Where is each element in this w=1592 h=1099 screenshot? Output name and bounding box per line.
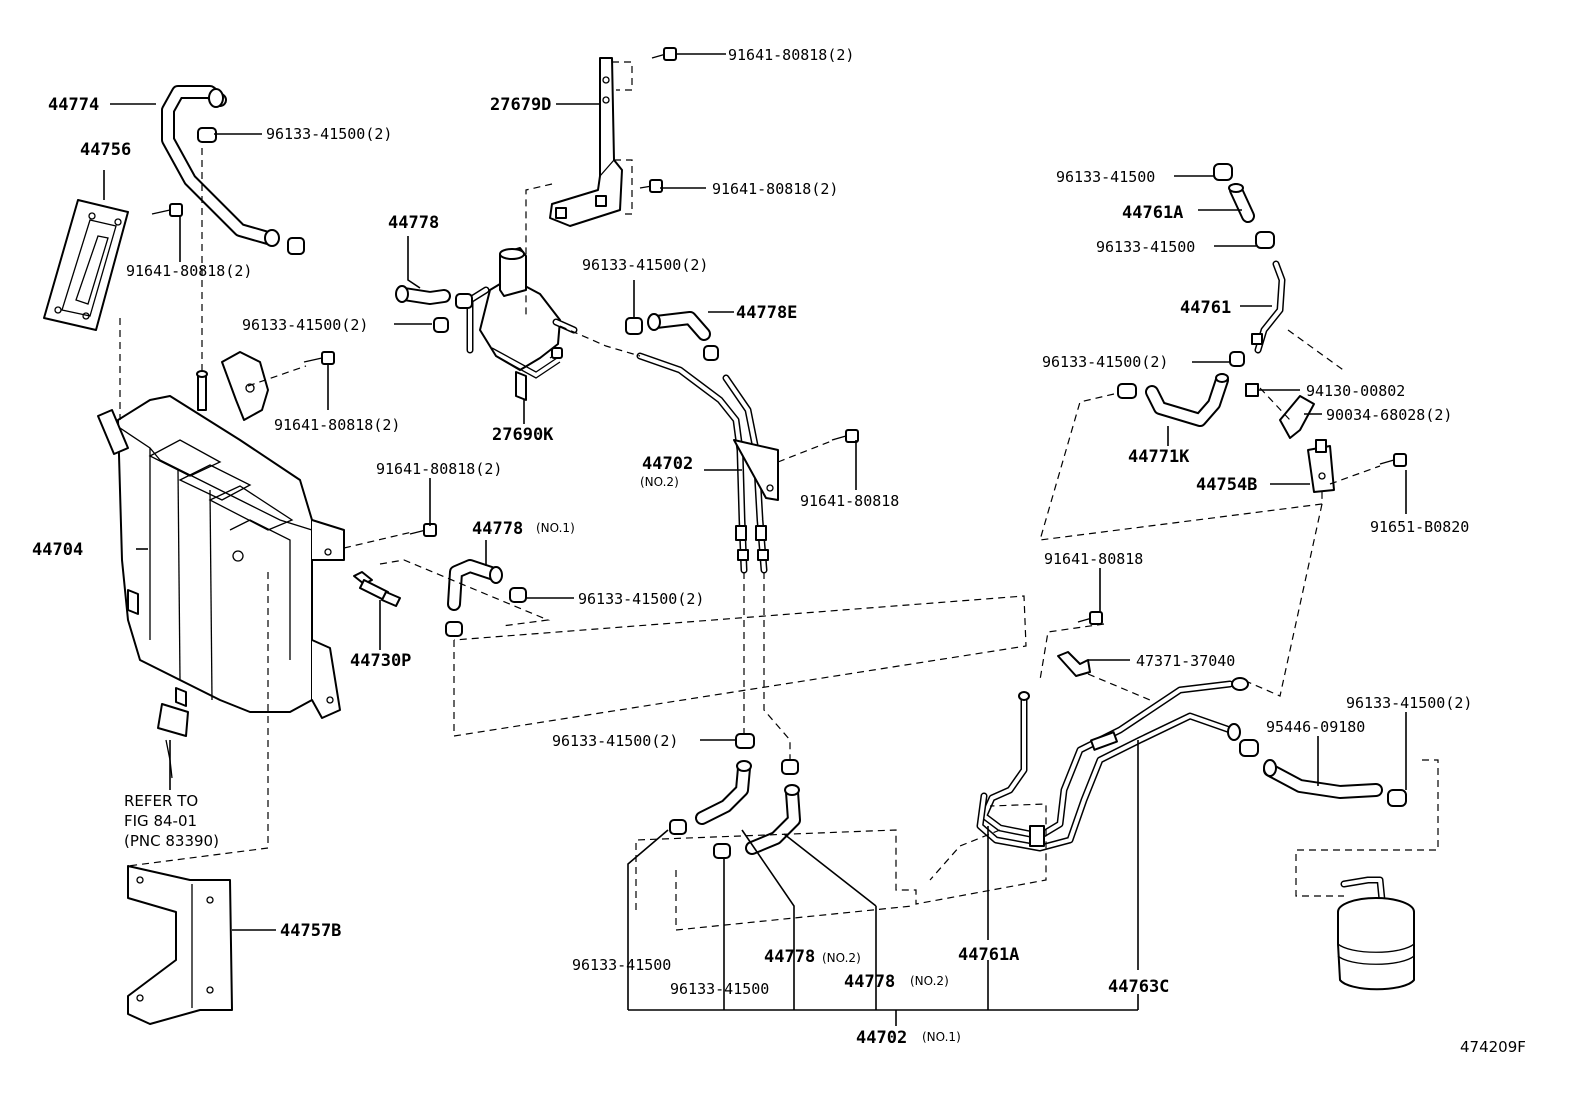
label-44778-top: 44778 — [388, 213, 439, 233]
pipe-44761 — [1251, 260, 1286, 354]
label-44778-no1-sub: (NO.1) — [536, 521, 575, 535]
clamp-icon — [669, 733, 799, 859]
label-96133-r3: 96133-41500(2) — [1042, 353, 1168, 371]
label-44757B: 44757B — [280, 921, 341, 941]
label-44778-no2a: 44778 — [764, 947, 815, 967]
bolt-icon — [831, 429, 859, 443]
label-27690K: 27690K — [492, 425, 554, 445]
label-44730P: 44730P — [350, 651, 411, 671]
pipe-44702-no2 — [636, 352, 779, 574]
hose-44771K — [1145, 373, 1229, 427]
bolt-icon — [151, 203, 183, 217]
vacuum-tank-44704 — [97, 351, 345, 719]
label-91641-single: 91641-80818 — [800, 492, 899, 510]
label-44778E: 44778E — [736, 303, 797, 323]
label-refer-line1: REFER TO — [124, 792, 198, 810]
label-96133-r4: 96133-41500(2) — [1346, 694, 1472, 712]
hose-44778 — [395, 285, 473, 333]
pipe-44763C — [976, 677, 1249, 852]
bolt-icon — [303, 351, 437, 537]
label-90034: 90034-68028(2) — [1326, 406, 1452, 424]
label-91651: 91651-B0820 — [1370, 518, 1469, 536]
bolt-icon — [639, 47, 677, 193]
bracket-44757B — [127, 865, 233, 1025]
label-95446: 95446-09180 — [1266, 718, 1365, 736]
label-44778-no2a-sub: (NO.2) — [822, 951, 861, 965]
label-44761A-top: 44761A — [1122, 203, 1183, 223]
label-96133-top: 96133-41500(2) — [266, 125, 392, 143]
label-44756: 44756 — [80, 140, 131, 160]
clip-47371 — [1057, 651, 1091, 677]
hose-44778-no1 — [445, 559, 527, 637]
dashed-connection-lines — [119, 61, 1439, 931]
vacuum-filter-icon — [1337, 876, 1415, 991]
hose-95446 — [1263, 759, 1383, 799]
vsv-valve-27690K — [466, 247, 578, 401]
diagram-id: 474209F — [1460, 1038, 1526, 1056]
label-44702-no2-sub: (NO.2) — [640, 475, 679, 489]
label-96133-r1: 96133-41500 — [1056, 168, 1155, 186]
bolt-icon — [1077, 453, 1407, 625]
label-44761: 44761 — [1180, 298, 1231, 318]
bracket-27679D — [549, 57, 623, 227]
label-44754B: 44754B — [1196, 475, 1257, 495]
part-labels: 44774 44756 96133-41500(2) 91641-80818(2… — [32, 46, 1526, 1056]
label-44702-no2: 44702 — [642, 454, 693, 474]
nut-icon — [1245, 383, 1259, 397]
label-44778-no1: 44778 — [472, 519, 523, 539]
bracket-44754B — [1279, 395, 1335, 493]
clamp-icon — [197, 127, 305, 255]
label-96133-r2: 96133-41500 — [1096, 238, 1195, 256]
label-refer-line2: FIG 84-01 — [124, 812, 197, 830]
hose-44778-no2 — [695, 760, 801, 855]
label-96133-mid: 96133-41500(2) — [582, 256, 708, 274]
label-44702-no1: 44702 — [856, 1028, 907, 1048]
label-44702-no1-sub: (NO.1) — [922, 1030, 961, 1044]
gasket-44756 — [43, 199, 129, 331]
label-96133-low: 96133-41500(2) — [552, 732, 678, 750]
label-44761A-low: 44761A — [958, 945, 1019, 965]
label-44771K: 44771K — [1128, 447, 1190, 467]
hose-44761A — [1228, 183, 1255, 223]
label-96133-no1: 96133-41500(2) — [578, 590, 704, 608]
label-91641-tank2: 91641-80818(2) — [376, 460, 502, 478]
check-valve-44730P — [353, 571, 401, 607]
label-91641-left: 91641-80818(2) — [126, 262, 252, 280]
label-refer-line3: (PNC 83390) — [124, 832, 219, 850]
leader-lines — [103, 53, 1407, 1026]
label-91641-top: 91641-80818(2) — [728, 46, 854, 64]
label-27679D: 27679D — [490, 95, 551, 115]
vacuum-sensor-icon — [157, 687, 189, 779]
label-44763C: 44763C — [1108, 977, 1169, 997]
label-44774: 44774 — [48, 95, 99, 115]
label-44778-no2b-sub: (NO.2) — [910, 974, 949, 988]
label-47371: 47371-37040 — [1136, 652, 1235, 670]
label-44704: 44704 — [32, 540, 83, 560]
label-44778-no2b: 44778 — [844, 972, 895, 992]
hose-44774 — [161, 85, 280, 247]
label-91641-bracket: 91641-80818(2) — [712, 180, 838, 198]
label-96133-b2: 96133-41500 — [670, 980, 769, 998]
label-94130: 94130-00802 — [1306, 382, 1405, 400]
hose-44778E — [625, 311, 719, 361]
label-91641-tank: 91641-80818(2) — [274, 416, 400, 434]
label-96133-valve: 96133-41500(2) — [242, 316, 368, 334]
label-91641-right: 91641-80818 — [1044, 550, 1143, 568]
clamp-icon — [1117, 163, 1407, 807]
label-96133-b1: 96133-41500 — [572, 956, 671, 974]
